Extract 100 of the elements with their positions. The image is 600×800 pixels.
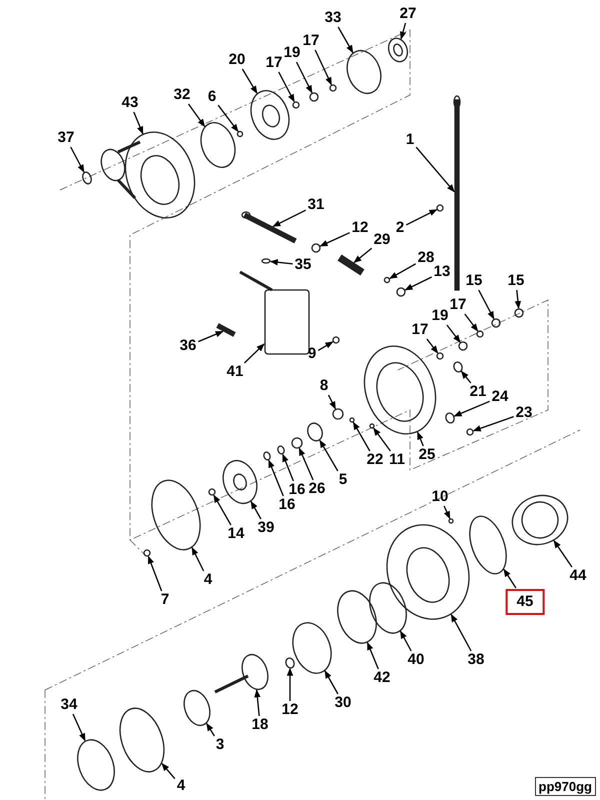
callout-number: 11 (388, 452, 406, 468)
nozzle-ring-drawing (337, 590, 377, 644)
leader-line (416, 146, 455, 192)
leader-line (286, 668, 294, 701)
turbine-housing-drawing (386, 524, 470, 620)
pin-drawing (448, 518, 454, 524)
pin-drawing (349, 417, 355, 423)
callout-number: 19 (430, 308, 450, 324)
callout-number: 29 (372, 232, 392, 248)
bushing-drawing (445, 412, 455, 424)
leader-line (406, 209, 438, 226)
o-ring-drawing (77, 739, 115, 791)
leader-line (478, 290, 494, 320)
callout-number: 23 (514, 405, 534, 421)
callout-number: 7 (160, 592, 170, 608)
nut-drawing (208, 488, 216, 496)
callout-number: 25 (418, 447, 436, 463)
leader-line (296, 62, 312, 94)
callout-number: 13 (432, 264, 452, 280)
leader-line (188, 104, 206, 128)
seal-ring-drawing (369, 582, 407, 634)
callout-number: 3 (214, 737, 226, 753)
screw-drawing (143, 549, 151, 557)
callout-number: 17 (302, 33, 320, 49)
callout-number: 12 (280, 702, 300, 718)
leader-line (192, 546, 204, 572)
leader-line (242, 68, 258, 94)
callout-number: 2 (394, 220, 406, 236)
leader-line (218, 104, 239, 132)
callout-number: 21 (468, 384, 488, 400)
leader-line (400, 630, 412, 652)
callout-number: 27 (398, 6, 418, 22)
o-ring-drawing (329, 84, 337, 92)
leader-line (298, 448, 314, 480)
callout-number: 35 (294, 257, 312, 273)
tag-drawing (82, 172, 92, 184)
clamp-drawing (151, 480, 201, 550)
callout-number: 6 (206, 89, 218, 105)
callout-number: 26 (308, 481, 326, 497)
callout-number: 34 (60, 697, 78, 713)
leader-line (72, 714, 86, 742)
callout-number: 40 (406, 652, 426, 668)
leader-line (319, 440, 338, 472)
leader-line (353, 248, 372, 263)
leader-line (338, 26, 354, 54)
sensor-drawing (453, 95, 461, 291)
bearing-housing-drawing (364, 346, 436, 434)
nut-drawing (396, 287, 406, 297)
o-ring-drawing (466, 428, 474, 436)
callout-number: 41 (226, 364, 244, 380)
leader-line (426, 338, 438, 354)
callout-number: 4 (202, 572, 214, 588)
o-ring-drawing (263, 451, 271, 461)
callout-number: 39 (256, 520, 276, 536)
leader-line (446, 324, 461, 343)
leader-line (444, 506, 450, 520)
leader-line (161, 763, 176, 780)
callout-number: 19 (282, 45, 302, 61)
compressor-housing-drawing (100, 131, 196, 219)
leader-line (314, 50, 332, 86)
o-ring-drawing (491, 318, 501, 328)
callout-number: 17 (448, 297, 468, 313)
callout-number: 44 (568, 568, 588, 584)
leader-line (373, 428, 391, 452)
pin-drawing (369, 423, 375, 429)
callout-number: 17 (410, 322, 430, 338)
callout-number: 45 (506, 589, 544, 615)
callout-number: 37 (56, 130, 76, 146)
leader-line (254, 689, 261, 716)
callout-number: 17 (264, 55, 284, 71)
clamp-drawing (469, 516, 507, 574)
screw-drawing (332, 336, 340, 344)
callout-number: 24 (490, 389, 510, 405)
leader-line (198, 330, 224, 342)
screw-drawing (236, 130, 244, 138)
callout-number: 16 (288, 482, 306, 498)
backplate-drawing (250, 90, 290, 140)
thrust-collar-drawing (307, 422, 323, 442)
pin-drawing (384, 276, 390, 284)
callout-number: 15 (464, 273, 484, 289)
o-ring-drawing (200, 122, 236, 168)
callout-number: 12 (350, 220, 370, 236)
leader-line (244, 344, 265, 364)
nut-drawing (458, 341, 468, 351)
callout-number: 30 (334, 695, 352, 711)
callout-number: 9 (306, 346, 318, 362)
o-ring-drawing (292, 101, 300, 109)
leader-line (133, 112, 144, 134)
callout-number: 8 (318, 378, 330, 394)
callout-number: 22 (366, 452, 384, 468)
o-ring-drawing (436, 352, 444, 360)
actuator-drawing (239, 270, 310, 355)
leader-line (278, 72, 295, 102)
washer-drawing (388, 38, 408, 62)
nut-drawing (291, 437, 303, 449)
callout-number: 38 (466, 652, 486, 668)
callout-number: 36 (178, 338, 198, 354)
turbine-shaft-drawing (214, 654, 268, 694)
o-ring-drawing (277, 445, 285, 455)
callout-number: 4 (176, 778, 186, 794)
